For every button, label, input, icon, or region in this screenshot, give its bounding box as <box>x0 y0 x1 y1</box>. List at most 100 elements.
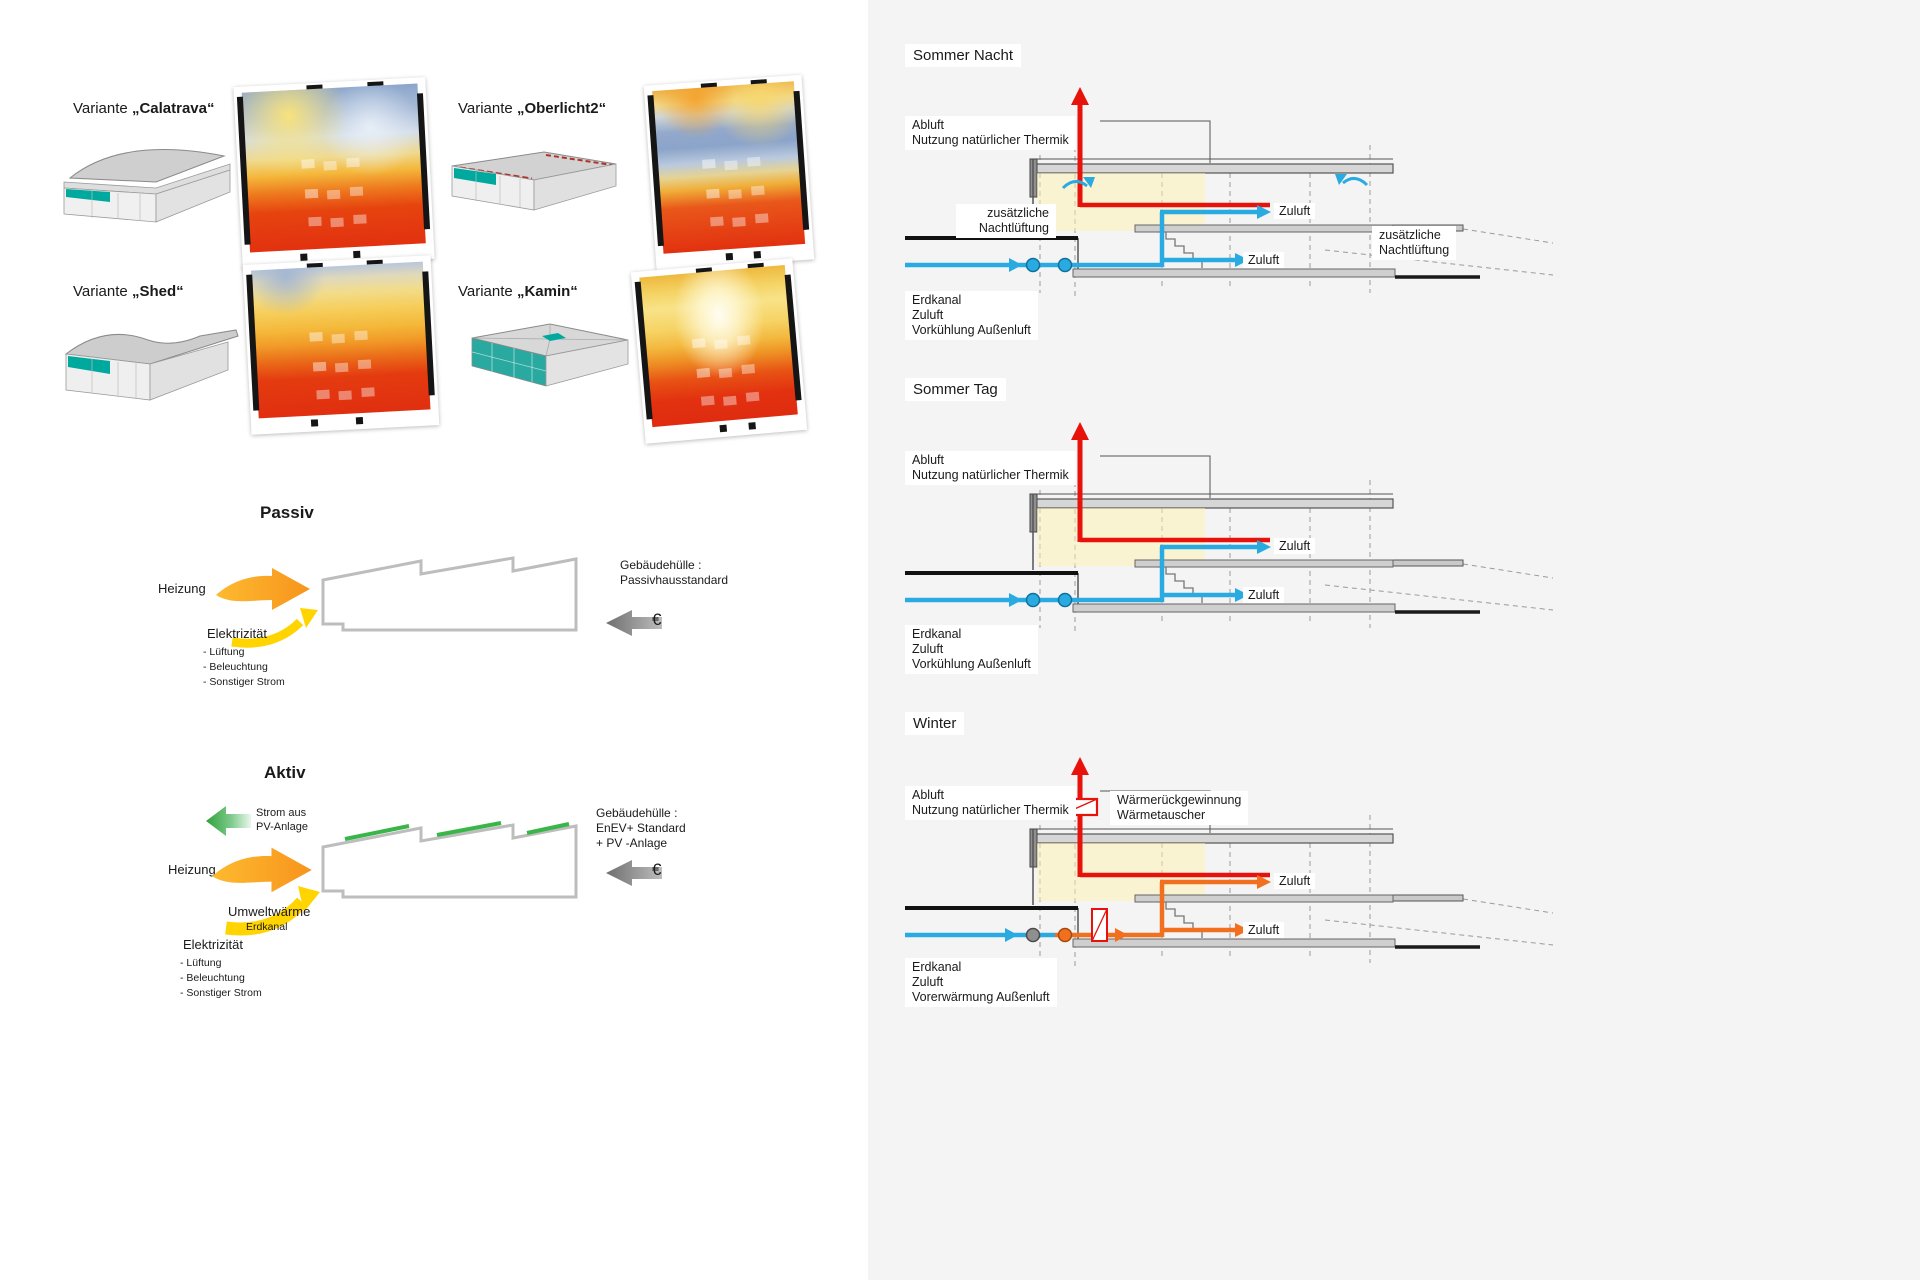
section-drawing-winter <box>905 757 1554 970</box>
zuluft-label-lower: Zuluft <box>1243 587 1285 603</box>
erdkanal-label-sommer-tag: Erdkanal Zuluft Vorkühlung Außenluft <box>905 625 1038 674</box>
roof-slab <box>1032 498 1394 509</box>
section-title-sommer-nacht: Sommer Nacht <box>905 44 1022 67</box>
heatmap-oberlicht2 <box>643 74 815 271</box>
model-oberlicht2 <box>451 151 617 211</box>
abluft-leader-line <box>1100 120 1211 163</box>
zuluft-label-upper: Zuluft <box>1274 203 1316 219</box>
room-furniture-marks <box>691 338 706 349</box>
zuluft-arrowhead-lower <box>1235 923 1249 937</box>
passiv-heizung-label: Heizung <box>158 581 206 596</box>
floor-mark <box>718 424 727 433</box>
passiv-elektrizitaet-label: Elektrizität <box>207 626 267 641</box>
lower-slab <box>1072 268 1396 278</box>
passiv-strom-list: - Lüftung - Beleuchtung - Sonstiger Stro… <box>203 646 285 688</box>
zuluft-label-upper: Zuluft <box>1274 873 1316 889</box>
mid-slab <box>1134 224 1394 233</box>
heatmap-calatrava <box>233 77 435 269</box>
euro-symbol-passiv: € <box>652 610 662 629</box>
elektrizitaet-arrow <box>231 608 318 648</box>
passiv-building-outline <box>321 556 578 632</box>
daylight-glow <box>1037 508 1205 566</box>
variant-prefix: Variante <box>458 100 513 117</box>
aktiv-strom-list: - Lüftung - Beleuchtung - Sonstiger Stro… <box>180 957 262 999</box>
passiv-huelle-label: Gebäudehülle : Passivhausstandard <box>620 558 729 587</box>
passiv-title: Passiv <box>260 503 314 522</box>
roof-slab <box>1032 163 1394 174</box>
section-title-winter: Winter <box>905 712 965 735</box>
zuluft-arrowhead-lower <box>1235 253 1249 267</box>
mid-slab <box>1134 559 1394 568</box>
section-drawing-sommer-nacht <box>905 87 1554 300</box>
section-title-sommer-tag: Sommer Tag <box>905 378 1006 401</box>
duct-node <box>1025 592 1041 608</box>
floor-mark <box>748 422 756 430</box>
roof-tick <box>306 84 323 90</box>
heatmap-shed <box>242 255 440 435</box>
zuluft-arrowhead-lower <box>1235 588 1249 602</box>
duct-node <box>1025 927 1041 943</box>
heatmap-kamin <box>630 258 808 444</box>
umweltwaerme-label: Umweltwärme <box>228 904 311 919</box>
pv-strom-arrow <box>206 806 251 836</box>
abluft-label-sommer-tag: Abluft Nutzung natürlicher Thermik <box>905 451 1076 485</box>
euro-symbol-aktiv: € <box>652 860 662 879</box>
duct-node <box>1025 257 1041 273</box>
floor-mark <box>725 252 733 261</box>
zuluft-arrowhead-upper <box>1257 540 1271 554</box>
zuluft-arrowhead-upper <box>1257 205 1271 219</box>
abluft-label-winter: Abluft Nutzung natürlicher Thermik <box>905 786 1076 820</box>
roof-slab <box>1032 833 1394 844</box>
room-furniture-marks <box>702 158 717 169</box>
variant-name: „Oberlicht2“ <box>516 100 607 117</box>
aktiv-heizung-label: Heizung <box>168 862 216 877</box>
floor-mark <box>299 253 308 261</box>
euro-arrow-passiv <box>606 610 662 636</box>
lower-slab <box>1072 603 1396 613</box>
abluft-label-sommer-nacht: Abluft Nutzung natürlicher Thermik <box>905 116 1076 150</box>
variant-label-calatrava: Variante „Calatrava“ <box>73 100 214 117</box>
floor-mark <box>353 250 361 259</box>
variant-prefix: Variante <box>73 283 128 300</box>
erdkanal-label-winter: Erdkanal Zuluft Vorerwärmung Außenluft <box>905 958 1057 1007</box>
variant-name: „Kamin“ <box>516 283 578 300</box>
pv-panel-line <box>436 821 502 837</box>
model-shed <box>64 329 239 401</box>
variant-label-shed: Variante „Shed“ <box>73 283 184 300</box>
umweltwaerme-sub-label: Erdkanal <box>246 921 288 933</box>
floor-mark <box>311 419 319 427</box>
variant-prefix: Variante <box>458 283 513 300</box>
model-kamin <box>471 323 629 387</box>
heizung-arrow <box>216 568 310 610</box>
room-furniture-marks <box>309 332 323 342</box>
abluft-leader-line <box>1100 455 1211 498</box>
erdkanal-label-sommer-nacht: Erdkanal Zuluft Vorkühlung Außenluft <box>905 291 1038 340</box>
duct-node <box>1057 592 1073 608</box>
euro-arrow-aktiv <box>606 860 662 886</box>
variant-prefix: Variante <box>73 100 128 117</box>
pv-strom-label: Strom aus PV-Anlage <box>256 807 308 833</box>
zuluft-label-lower: Zuluft <box>1243 252 1285 268</box>
umweltwaerme-arrow <box>225 886 320 936</box>
variant-label-kamin: Variante „Kamin“ <box>458 283 578 300</box>
section-drawing-sommer-tag <box>905 422 1554 635</box>
pv-panel-line <box>526 822 570 835</box>
exhaust-arrowhead <box>1071 422 1089 440</box>
floor-mark <box>356 416 364 425</box>
variant-label-oberlicht2: Variante „Oberlicht2“ <box>458 100 606 117</box>
waermerueckgewinnung-label: Wärmerückgewinnung Wärmetauscher <box>1110 791 1249 825</box>
nachtlueftung-label-right: zusätzliche Nachtlüftung <box>1372 226 1457 260</box>
variant-name: „Calatrava“ <box>131 100 215 117</box>
roof-tick <box>366 259 383 265</box>
thermal-field <box>639 264 798 428</box>
model-calatrava <box>63 149 231 223</box>
nachtlueftung-label-left: zusätzliche Nachtlüftung <box>956 204 1056 238</box>
night-vent-curl-left <box>1061 180 1088 190</box>
variant-name: „Shed“ <box>131 283 184 300</box>
lower-slab <box>1072 938 1396 948</box>
exhaust-arrowhead <box>1071 757 1089 775</box>
night-vent-curl-right <box>1342 177 1369 187</box>
thermal-field <box>652 81 806 254</box>
heizung-arrow-aktiv <box>212 847 312 893</box>
pv-panel-line <box>344 824 410 841</box>
